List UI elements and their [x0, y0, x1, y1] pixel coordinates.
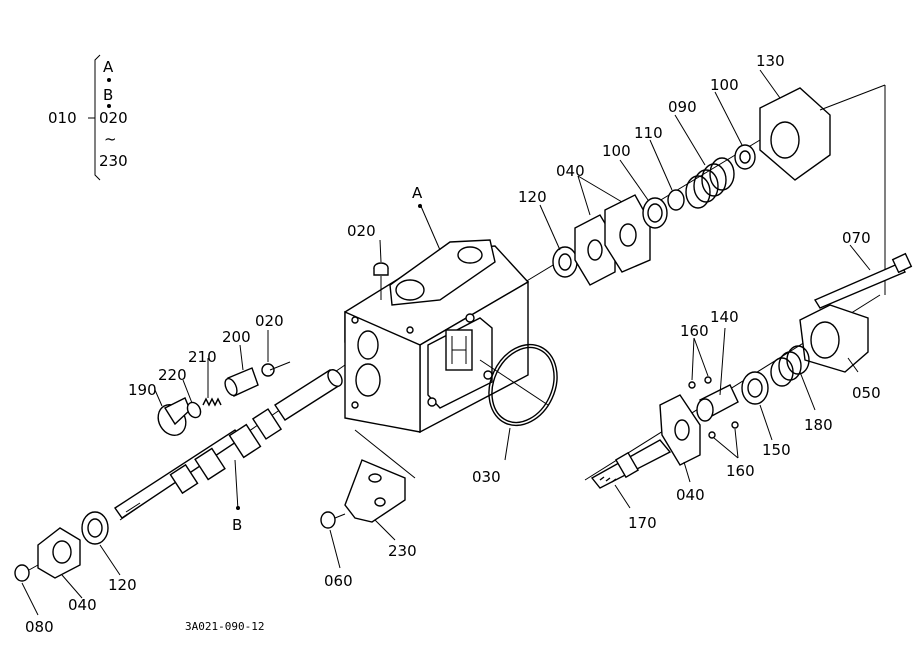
legend-dot: [107, 78, 111, 82]
label-020-top: 020: [347, 222, 376, 240]
label-160-upper: 160: [680, 322, 709, 340]
bracket-230: [344, 429, 416, 523]
label-b: B: [232, 516, 242, 534]
spring-180: [770, 345, 810, 387]
cover-040-left: [37, 527, 81, 579]
part-labels: A B 020 020 200 210 220 190 120 040 100 …: [25, 52, 881, 636]
seal-120-left: [81, 511, 109, 545]
piston-140: [696, 384, 739, 422]
ring-220: [186, 401, 202, 419]
label-130: 130: [756, 52, 785, 70]
valve-body: [344, 239, 530, 434]
cap-050: [799, 304, 869, 373]
label-060: 060: [324, 572, 353, 590]
label-220: 220: [158, 366, 187, 384]
label-a: A: [412, 184, 423, 202]
label-190: 190: [128, 381, 157, 399]
sleeve-150: [741, 371, 769, 405]
label-230: 230: [388, 542, 417, 560]
legend-tilde: ~: [104, 130, 117, 148]
label-180: 180: [804, 416, 833, 434]
label-030: 030: [472, 468, 501, 486]
shaft-170: [590, 439, 672, 489]
piston-200: [224, 367, 259, 397]
drawing-code: 3A021-090-12: [185, 620, 264, 633]
label-090: 090: [668, 98, 697, 116]
leader-lines: [21, 69, 871, 616]
label-080: 080: [25, 618, 54, 636]
spool-assembly: [114, 369, 343, 519]
label-160-lower: 160: [726, 462, 755, 480]
legend-start-label: 020: [99, 109, 128, 127]
label-140: 140: [710, 308, 739, 326]
balls-160: [688, 376, 739, 439]
legend-b-label: B: [103, 86, 113, 104]
label-110: 110: [634, 124, 663, 142]
cap-130: [759, 87, 831, 181]
label-120-right: 120: [518, 188, 547, 206]
ring-100-a: [642, 197, 668, 229]
spring-210: [202, 397, 222, 407]
seal-120-right: [552, 246, 578, 278]
label-050: 050: [852, 384, 881, 402]
spring-090: [685, 157, 735, 209]
label-150: 150: [762, 441, 791, 459]
legend-a-label: A: [103, 58, 114, 76]
label-020-left: 020: [255, 312, 284, 330]
ring-100-b: [734, 144, 756, 170]
label-a-dot: [418, 204, 422, 208]
label-170: 170: [628, 514, 657, 532]
bolt-080: [14, 564, 39, 582]
label-040-left: 040: [68, 596, 97, 614]
ring-110: [667, 189, 685, 211]
plug-020-left: [261, 361, 291, 377]
label-100-a: 100: [602, 142, 631, 160]
legend-dot: [107, 104, 111, 108]
label-200: 200: [222, 328, 251, 346]
label-040-right: 040: [676, 486, 705, 504]
bolt-070: [813, 252, 913, 309]
o-ring-030: [479, 343, 558, 427]
legend-group-label: 010: [48, 109, 77, 127]
legend: 010 A B 020 ~ 230: [48, 54, 128, 181]
label-040-upper: 040: [556, 162, 585, 180]
label-b-dot: [236, 506, 240, 510]
label-210: 210: [188, 348, 217, 366]
bolt-060: [320, 511, 346, 529]
legend-end-label: 230: [99, 152, 128, 170]
plug-190: [157, 397, 191, 437]
label-070: 070: [842, 229, 871, 247]
label-120-left: 120: [108, 576, 137, 594]
plate-040-b: [604, 194, 651, 273]
plate-040-c: [659, 394, 701, 466]
plug-020-top: [373, 262, 389, 300]
label-100-b: 100: [710, 76, 739, 94]
